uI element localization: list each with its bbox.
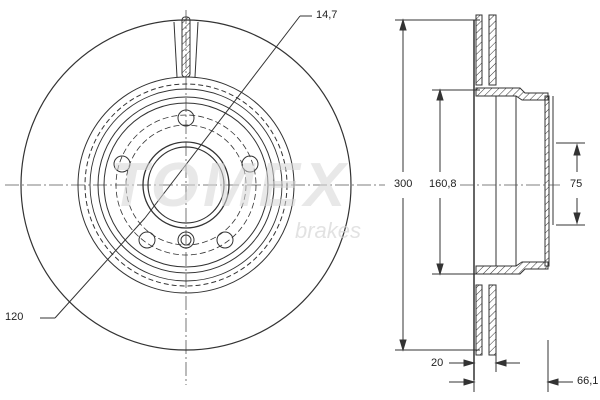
dim-bolt-hole-diameter: 14,7 xyxy=(316,9,338,21)
watermark-sub: brakes xyxy=(295,218,362,243)
center-bore xyxy=(142,141,230,229)
dim-outer-diameter: 300 xyxy=(394,178,413,190)
bolt-holes xyxy=(113,109,259,249)
dim-hat-diameter: 160,8 xyxy=(429,178,457,190)
front-view xyxy=(5,10,385,385)
dim-center-bore: 75 xyxy=(570,178,583,190)
watermark-brand: TOMEX xyxy=(110,151,350,220)
dim-pitch-circle-diameter: 120 xyxy=(5,311,24,323)
dim-total-height: 66,1 xyxy=(577,375,599,387)
dim-thickness: 20 xyxy=(431,357,444,369)
side-view xyxy=(395,14,585,392)
